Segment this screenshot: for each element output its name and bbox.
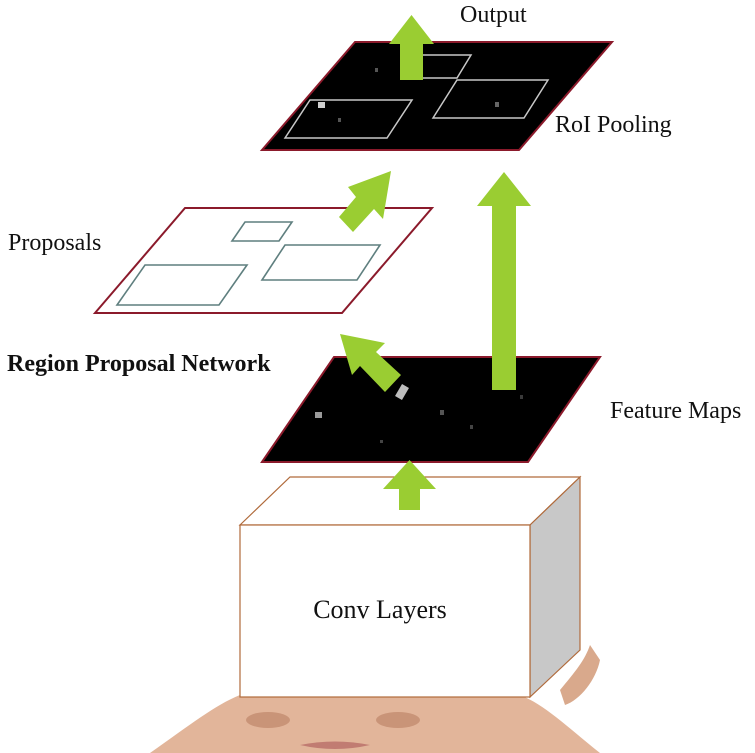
feature-spark (440, 410, 444, 415)
cube-front-face (239, 524, 531, 698)
conv-layers-block: Conv Layers (238, 475, 582, 699)
feature-spark (520, 395, 523, 399)
rpn-label: Region Proposal Network (7, 351, 271, 377)
feature-spark (380, 440, 383, 443)
output-label: Output (460, 2, 527, 28)
conv-layers-label: Conv Layers (313, 595, 447, 624)
feature-spark (395, 383, 409, 401)
proposals-plane (92, 207, 435, 314)
arrow-conv-to-feature (383, 460, 436, 510)
roi-box (283, 99, 414, 139)
feature-maps-plane (260, 356, 602, 463)
proposal-box (260, 244, 382, 281)
roi-pooling-label: RoI Pooling (555, 112, 672, 138)
roi-pooling-plane (259, 41, 615, 151)
proposal-box (115, 264, 249, 306)
feature-spark (470, 425, 473, 429)
arrow-feature-to-roi (477, 172, 531, 390)
roi-spark (338, 118, 341, 122)
roi-spark (318, 102, 325, 108)
roi-box (431, 79, 550, 119)
proposal-box (230, 221, 294, 242)
arrow-proposals-to-roi (339, 171, 391, 232)
feature-maps-label: Feature Maps (610, 398, 741, 424)
feature-spark (315, 412, 322, 418)
face-photo (150, 645, 600, 753)
arrow-roi-to-output (389, 15, 434, 80)
roi-spark (375, 68, 378, 72)
roi-spark (495, 102, 499, 107)
arrow-feature-to-rpn (340, 334, 401, 392)
proposals-label: Proposals (8, 230, 101, 256)
